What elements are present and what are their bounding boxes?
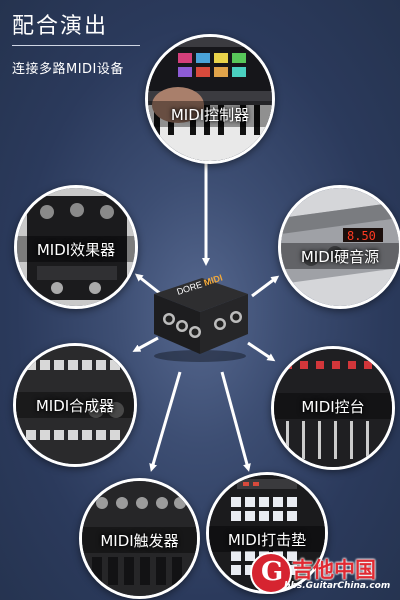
label-midi-drum-pad: MIDI打击垫 [227,531,307,549]
label-backdrop [16,392,134,418]
keyboard-controller-image [148,37,272,161]
arrow-hub-to-mixer [247,341,276,362]
label-midi-synth: MIDI合成器 [35,397,115,415]
trigger-unit-image [82,481,197,596]
sound-module-image: 8.50 [281,188,399,306]
watermark-url: bbs.GuitarChina.com [284,581,391,591]
label-midi-mixer: MIDI控台 [301,398,365,416]
effects-pedal-image [17,188,135,306]
svg-text:8.50: 8.50 [347,229,376,243]
arrow-hub-to-trigger [149,371,182,472]
label-backdrop [281,243,399,269]
device-midi-mixer: MIDI控台 [271,346,395,470]
label-backdrop [209,526,325,552]
device-midi-effects: MIDI效果器 [14,185,138,309]
label-midi-controller: MIDI控制器 [170,106,250,124]
arrow-hub-to-synth [132,336,159,352]
label-midi-effects: MIDI效果器 [36,241,116,259]
arrow-hub-to-effects [134,273,163,297]
label-backdrop [148,101,272,127]
label-midi-trigger: MIDI触发器 [100,532,179,550]
device-midi-trigger: MIDI触发器 [79,478,200,599]
device-midi-controller: MIDI控制器 [145,34,275,164]
label-midi-sound-module: MIDI硬音源 [300,248,380,266]
label-backdrop [82,527,197,553]
device-midi-sound-module: 8.50 MIDI硬音源 [278,185,400,309]
label-backdrop [274,393,392,419]
page-title: 配合演出 [12,14,109,39]
label-backdrop [17,236,135,262]
page-subtitle: 连接多路MIDI设备 [12,62,124,77]
device-midi-synth: MIDI合成器 [13,343,137,467]
arrow-hub-to-drum-pad [220,371,251,472]
arrow-hub-to-sound-module [251,275,280,298]
title-underline [12,45,140,46]
mixer-console-image [274,349,392,467]
site-watermark: G 吉他中国 bbs.GuitarChina.com [250,550,400,600]
watermark-name: 吉他中国 [292,558,376,582]
guitar-logo-icon: G [250,552,292,594]
synth-image [16,346,134,464]
midi-interface-hub: DORE MIDI [154,273,248,362]
